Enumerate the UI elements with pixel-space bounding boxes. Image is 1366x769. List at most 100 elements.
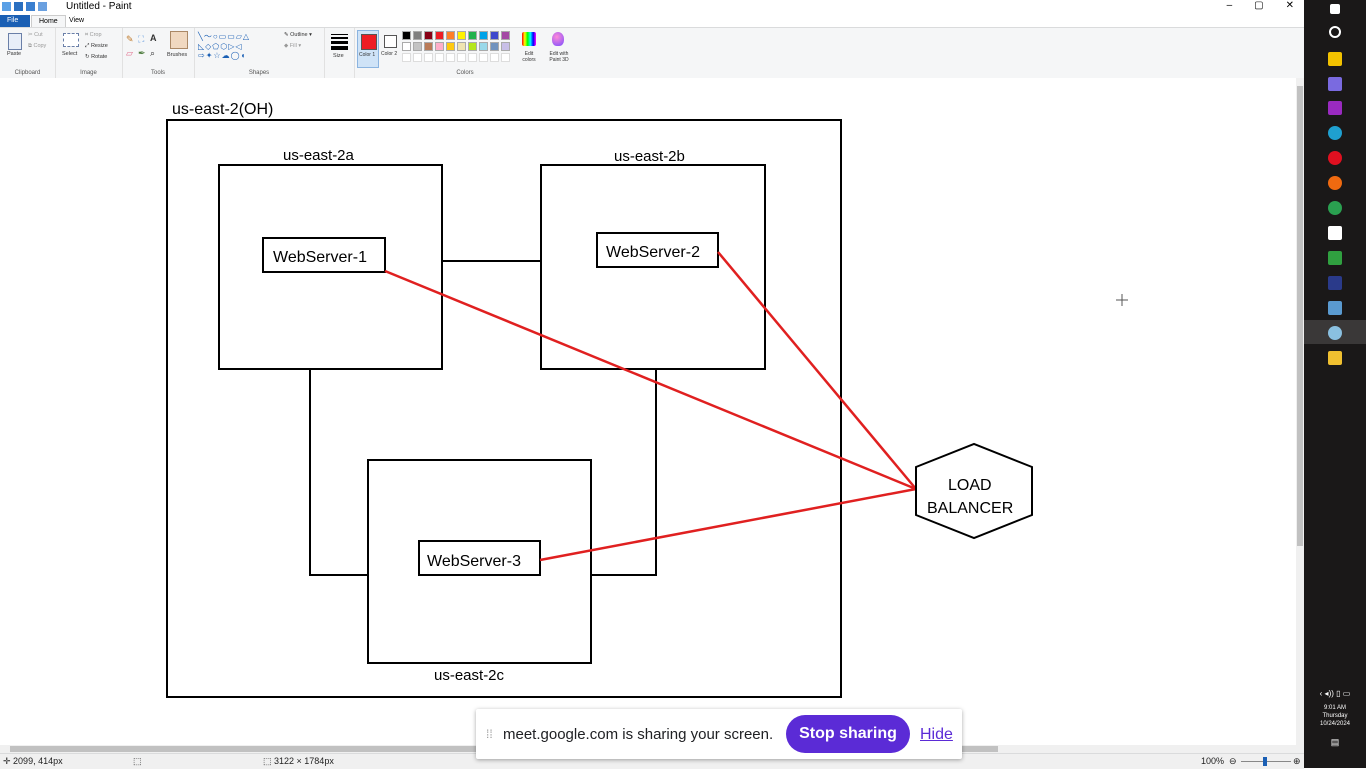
custom-color-slot[interactable]: [424, 53, 433, 62]
brushes-icon[interactable]: [170, 31, 188, 49]
palette-swatch[interactable]: [402, 42, 411, 51]
chrome-icon[interactable]: [1328, 201, 1342, 215]
palette-swatch[interactable]: [446, 31, 455, 40]
vertical-scrollbar[interactable]: [1296, 78, 1304, 745]
fill-dropdown[interactable]: ◆ Fill ▾: [284, 43, 302, 49]
selection-size-icon: ⬚: [133, 756, 142, 766]
opera-icon[interactable]: [1328, 151, 1342, 165]
minimize-button[interactable]: –: [1226, 0, 1233, 11]
tray-icons[interactable]: ‹ ◂)) ▯ ▭: [1319, 689, 1351, 698]
zoom-slider[interactable]: [1241, 757, 1291, 766]
google-icon[interactable]: [1328, 226, 1342, 240]
palette-swatch[interactable]: [479, 42, 488, 51]
resize-button[interactable]: ⤢ Resize: [85, 43, 108, 49]
onenote-icon[interactable]: [1328, 101, 1342, 115]
brushes-button[interactable]: Brushes: [167, 52, 188, 58]
file-explorer-icon[interactable]: [1328, 351, 1342, 365]
undo-icon[interactable]: [26, 2, 35, 11]
palette-swatch[interactable]: [446, 42, 455, 51]
app-icon-1[interactable]: [1328, 52, 1342, 66]
fill-label: Fill: [289, 43, 297, 49]
custom-color-slot[interactable]: [501, 53, 510, 62]
zoom-out-icon[interactable]: ⊖: [1229, 756, 1237, 766]
app-icon-4[interactable]: [1328, 301, 1342, 315]
palette-swatch[interactable]: [501, 42, 510, 51]
restore-button[interactable]: ▢: [1254, 0, 1264, 11]
save-icon[interactable]: [14, 2, 23, 11]
palette-swatch[interactable]: [490, 31, 499, 40]
hide-link[interactable]: Hide: [920, 726, 953, 743]
image-label: Image: [80, 70, 97, 76]
outline-dropdown[interactable]: ✎ Outline ▾: [284, 32, 312, 38]
crop-button[interactable]: ⌗ Crop: [85, 32, 102, 38]
stop-sharing-button[interactable]: Stop sharing: [786, 715, 910, 753]
paste-button[interactable]: Paste: [7, 51, 22, 57]
select-button[interactable]: Select: [62, 51, 78, 57]
palette-swatch[interactable]: [413, 42, 422, 51]
resize-label: Resize: [90, 43, 108, 49]
custom-color-slot[interactable]: [413, 53, 422, 62]
palette-swatch[interactable]: [479, 31, 488, 40]
palette-swatch[interactable]: [413, 31, 422, 40]
zoom-slider-thumb[interactable]: [1263, 757, 1267, 766]
custom-color-slot[interactable]: [457, 53, 466, 62]
palette-swatch[interactable]: [457, 42, 466, 51]
custom-color-slot[interactable]: [402, 53, 411, 62]
palette-swatch[interactable]: [424, 42, 433, 51]
magnifier-icon[interactable]: ⌕: [150, 48, 156, 58]
drag-handle-icon[interactable]: ⁞⁞: [486, 727, 493, 741]
app-icon-2[interactable]: [1328, 77, 1342, 91]
color2-button[interactable]: Color 2: [380, 30, 400, 66]
firefox-icon[interactable]: [1328, 176, 1342, 190]
palette-swatch[interactable]: [435, 42, 444, 51]
size-button[interactable]: Size: [333, 53, 344, 59]
copy-button[interactable]: ⧉ Copy: [28, 43, 47, 49]
app-icon-3[interactable]: [1328, 251, 1342, 265]
tab-file[interactable]: File: [0, 15, 30, 27]
paint3d-icon[interactable]: [552, 32, 564, 46]
fill-bucket-icon[interactable]: ⛶: [138, 34, 145, 44]
text-icon[interactable]: A: [150, 33, 157, 43]
palette-swatch[interactable]: [490, 42, 499, 51]
color1-button[interactable]: Color 1: [357, 30, 379, 68]
windows-start-icon[interactable]: [1330, 4, 1340, 14]
custom-color-slot[interactable]: [479, 53, 488, 62]
tab-home[interactable]: Home: [31, 15, 66, 28]
color-picker-icon[interactable]: ✒: [138, 48, 146, 58]
custom-color-slot[interactable]: [468, 53, 477, 62]
palette-swatch[interactable]: [457, 31, 466, 40]
palette-swatch[interactable]: [468, 31, 477, 40]
shapes-gallery[interactable]: ╲〜○▭▭▱△◺◇⬠⬡▷◁⇨✦☆☁◯◖: [198, 32, 251, 60]
paint-taskbar-icon[interactable]: [1328, 326, 1342, 340]
palette-swatch[interactable]: [435, 31, 444, 40]
powershell-icon[interactable]: [1328, 276, 1342, 290]
redo-icon[interactable]: [38, 2, 47, 11]
drawing-canvas[interactable]: us-east-2(OH) us-east-2a us-east-2b us-e…: [0, 78, 1296, 745]
palette-swatch[interactable]: [402, 31, 411, 40]
custom-color-slot[interactable]: [435, 53, 444, 62]
custom-color-slot[interactable]: [490, 53, 499, 62]
edit-paint3d-button[interactable]: Edit with Paint 3D: [549, 51, 569, 63]
palette-swatch[interactable]: [468, 42, 477, 51]
paste-icon[interactable]: [8, 33, 22, 50]
palette-swatch[interactable]: [501, 31, 510, 40]
select-icon[interactable]: [63, 33, 79, 47]
zoom-in-icon[interactable]: ⊕: [1293, 756, 1301, 766]
rotate-button[interactable]: ↻ Rotate: [85, 54, 108, 60]
notification-icon[interactable]: ▤: [1330, 737, 1340, 747]
search-icon[interactable]: [1329, 26, 1341, 38]
edit-colors-button[interactable]: Edit colors: [522, 51, 536, 63]
canvas-area[interactable]: us-east-2(OH) us-east-2a us-east-2b us-e…: [0, 78, 1296, 745]
edit-colors-icon[interactable]: [522, 32, 536, 46]
eraser-icon[interactable]: ▱: [126, 48, 133, 58]
edge-icon[interactable]: [1328, 126, 1342, 140]
custom-color-slot[interactable]: [446, 53, 455, 62]
vertical-scroll-thumb[interactable]: [1297, 86, 1303, 546]
cut-button[interactable]: ✂ Cut: [28, 32, 43, 38]
pencil-icon[interactable]: ✎: [126, 34, 134, 44]
palette-swatch[interactable]: [424, 31, 433, 40]
size-icon[interactable]: [331, 34, 348, 50]
clock-time[interactable]: 9:01 AM: [1323, 705, 1346, 711]
close-button[interactable]: ✕: [1285, 0, 1294, 11]
tab-view[interactable]: View: [69, 17, 85, 24]
